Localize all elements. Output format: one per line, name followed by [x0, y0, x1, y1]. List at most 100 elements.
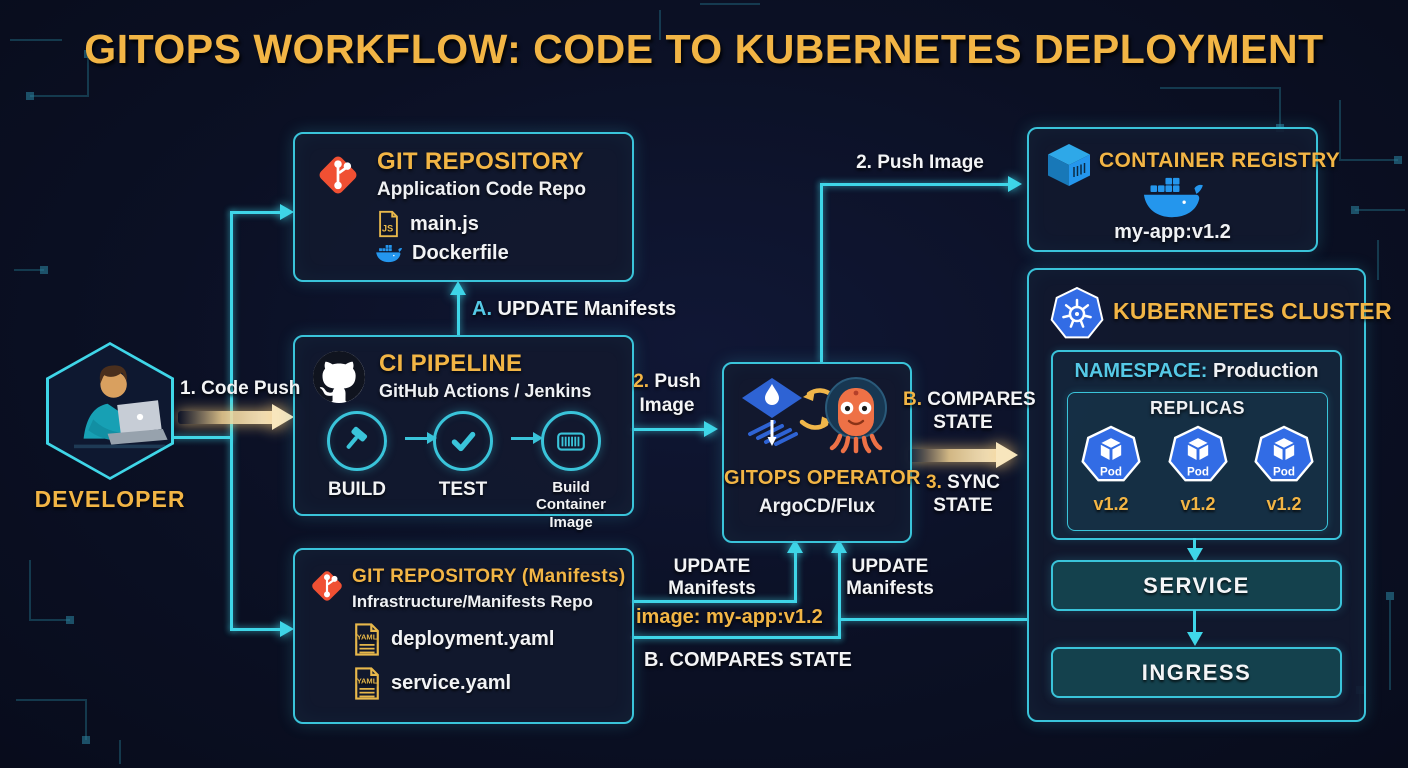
namespace-label: NAMESPACE: Production — [1074, 360, 1319, 382]
arrowhead-to-ingress — [1187, 632, 1203, 646]
git-repo-app-title: GIT REPOSITORY — [377, 148, 584, 175]
gitops-operator-title: GITOPS OPERATOR — [724, 467, 921, 489]
ci-arrow-2 — [511, 432, 543, 444]
node-ci-pipeline: CI PIPELINE GitHub Actions / Jenkins BUI… — [293, 335, 634, 531]
git-icon — [312, 571, 342, 601]
docker-whale-icon — [1143, 177, 1203, 218]
edge-ci-to-operator — [630, 428, 710, 431]
file-row: JS main.js — [377, 210, 479, 238]
edge-dev-branch-horizontal — [172, 436, 232, 439]
pod-replica-3: Pod v1.2 — [1240, 425, 1328, 515]
yaml-file-icon: YAML — [355, 623, 379, 656]
edge-operator-to-registry-vertical — [820, 183, 823, 362]
edge-code-push-arrow — [178, 411, 276, 424]
edge-dev-to-gitrepo — [230, 211, 282, 214]
developer-hexagon — [46, 342, 174, 480]
edge-label-update-manifests-left: UPDATE Manifests — [668, 556, 756, 599]
edge-ci-to-gitrepo — [457, 290, 460, 335]
pod-replica-1: Pod v1.2 — [1067, 425, 1155, 515]
operator-graphic — [742, 377, 887, 454]
edge-label-push-image-mid: 2. Push Image — [633, 371, 701, 416]
kubernetes-icon — [1050, 286, 1104, 339]
file-row: YAML service.yaml — [353, 666, 511, 701]
hammer-icon — [346, 426, 368, 449]
svg-text:Pod: Pod — [1273, 465, 1295, 478]
edge-manifests-to-operator-2-v — [838, 548, 841, 639]
developer-label: DEVELOPER — [34, 486, 186, 512]
kubernetes-cluster-title: KUBERNETES CLUSTER — [1113, 298, 1392, 324]
replicas-box: REPLICAS Pod v1.2 — [1067, 392, 1328, 531]
file-row: Dockerfile — [375, 242, 509, 265]
arrowhead-ci-to-gitrepo — [450, 281, 466, 295]
ci-pipeline-title: CI PIPELINE — [379, 350, 523, 377]
node-container-registry: CONTAINER REGISTRY my-app:v1.2 — [1027, 127, 1340, 252]
page-title: GITOPS WORKFLOW: CODE TO KUBERNETES DEPL… — [84, 26, 1324, 72]
edge-label-update-manifests-a: A. UPDATE Manifests — [472, 298, 677, 320]
edge-sync-arrow — [908, 449, 1000, 462]
svg-text:YAML: YAML — [357, 677, 378, 686]
node-kubernetes-cluster: KUBERNETES CLUSTER NAMESPACE: Production… — [1027, 268, 1392, 722]
edge-manifests-to-operator-2-h — [630, 636, 841, 639]
edge-label-compares-state-bottom: B. COMPARES STATE — [644, 649, 852, 671]
service-box: SERVICE — [1051, 560, 1342, 611]
arrowhead-to-service — [1187, 548, 1203, 562]
developer-avatar — [74, 365, 168, 449]
edge-label-sync-state: 3. SYNC STATE — [926, 472, 1000, 516]
svg-text:Pod: Pod — [1187, 465, 1209, 478]
svg-text:Pod: Pod — [1100, 465, 1122, 478]
git-repo-app-subtitle: Application Code Repo — [377, 179, 586, 200]
edge-sync-arrowhead — [996, 442, 1018, 468]
edge-service-to-ingress — [1193, 610, 1196, 634]
edge-namespace-to-service — [1193, 538, 1196, 550]
arrowhead-ci-to-operator — [704, 421, 718, 437]
registry-cube-icon — [1048, 144, 1090, 186]
replicas-label: REPLICAS — [1149, 398, 1245, 418]
ci-pipeline-subtitle: GitHub Actions / Jenkins — [379, 381, 592, 401]
edge-label-image-tag: image: my-app:v1.2 — [636, 606, 823, 628]
edge-code-push-arrowhead — [272, 404, 294, 430]
edge-label-push-image-top: 2. Push Image — [856, 152, 984, 173]
edge-manifests-to-operator-1-h — [630, 600, 797, 603]
container-registry-title: CONTAINER REGISTRY — [1099, 149, 1341, 172]
ci-stage-container: Build Container Image — [521, 411, 621, 531]
js-file-icon: JS — [379, 210, 398, 238]
edge-label-compares-state: B. COMPARES STATE — [903, 389, 1036, 433]
svg-text:YAML: YAML — [357, 633, 378, 642]
sync-arrows-icon — [799, 388, 836, 430]
ci-arrow-1 — [405, 432, 437, 444]
edge-label-update-manifests-right: UPDATE Manifests — [846, 556, 934, 599]
pod-icon: Pod — [1081, 425, 1141, 482]
argocd-icon — [825, 377, 887, 454]
github-icon — [313, 351, 365, 403]
node-git-repository-app: GIT REPOSITORY Application Code Repo JS … — [293, 132, 634, 282]
svg-text:JS: JS — [382, 223, 393, 233]
arrowhead-to-manifests — [280, 621, 294, 637]
pod-icon: Pod — [1254, 425, 1314, 482]
file-row: YAML deployment.yaml — [353, 622, 554, 657]
yaml-file-icon: YAML — [355, 667, 379, 700]
git-repo-manifests-subtitle: Infrastructure/Manifests Repo — [352, 592, 593, 611]
edge-operator-to-registry-horizontal — [820, 183, 1012, 186]
node-git-repository-manifests: GIT REPOSITORY (Manifests) Infrastructur… — [293, 548, 634, 724]
edge-manifests-to-operator-1-v — [794, 548, 797, 603]
namespace-box: NAMESPACE: Production REPLICAS Pod v1.2 — [1051, 350, 1342, 540]
git-icon — [319, 156, 357, 194]
arrowhead-to-registry — [1008, 176, 1022, 192]
node-gitops-operator: GITOPS OPERATOR ArgoCD/Flux — [722, 362, 921, 543]
container-image-icon — [557, 432, 585, 451]
edge-operator-to-cluster-branch — [840, 618, 1027, 621]
docker-whale-icon — [376, 244, 402, 262]
registry-image-tag: my-app:v1.2 — [1114, 221, 1231, 243]
flux-icon — [742, 378, 802, 446]
gitops-operator-subtitle: ArgoCD/Flux — [758, 496, 876, 517]
ci-stage-test: TEST — [417, 411, 509, 501]
ci-stage-build: BUILD — [311, 411, 403, 501]
check-icon — [451, 431, 476, 452]
arrowhead-to-gitrepo — [280, 204, 294, 220]
edge-label-code-push: 1. Code Push — [180, 378, 301, 399]
edge-dev-to-manifests — [230, 628, 282, 631]
pod-icon: Pod — [1168, 425, 1228, 482]
pod-replica-2: Pod v1.2 — [1154, 425, 1242, 515]
git-repo-manifests-title: GIT REPOSITORY (Manifests) — [352, 566, 626, 587]
